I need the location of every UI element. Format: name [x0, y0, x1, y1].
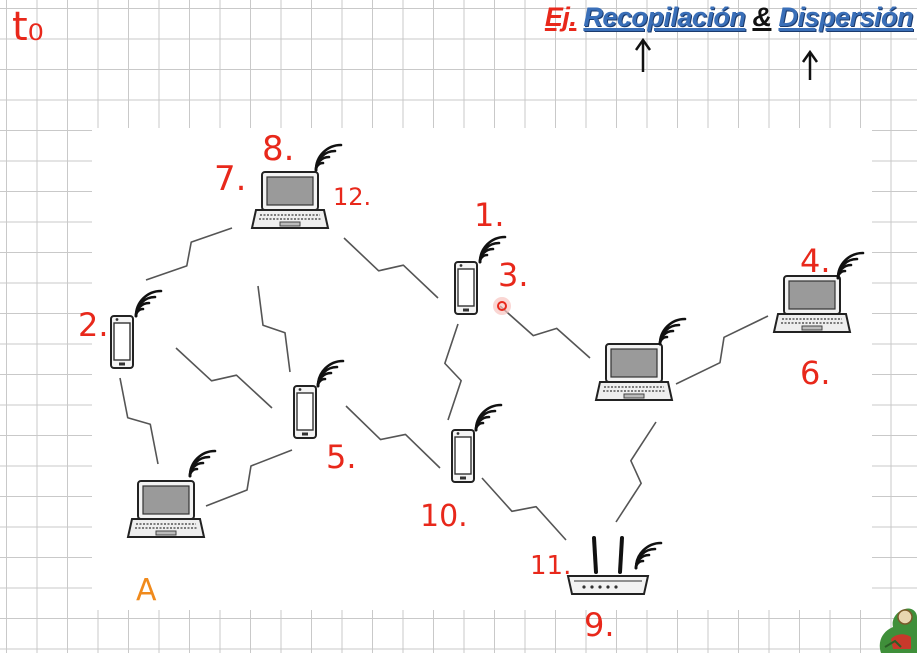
wifi-icon — [836, 251, 865, 280]
wifi-icon — [314, 143, 343, 172]
wireless-link — [145, 227, 233, 281]
title-amp: & — [752, 2, 772, 32]
wireless-link — [205, 449, 293, 507]
label-5: 5. — [326, 438, 357, 476]
label-6: 6. — [800, 354, 831, 392]
label-1: 1. — [474, 196, 505, 234]
wifi-icon — [634, 541, 663, 570]
arrow-up-icon — [801, 49, 819, 80]
label-4: 4. — [800, 242, 831, 280]
links-layer — [119, 227, 769, 541]
wireless-link — [119, 377, 159, 465]
handwritten-labels: 8. 7. 12. 2. A 5. 1. 3. 10. 4. 6. 9. 11.… — [12, 4, 831, 644]
phone-mid-bottom[interactable] — [451, 403, 503, 483]
wireless-link — [615, 421, 657, 523]
label-3: 3. — [498, 256, 529, 294]
title-word-1: Recopilación — [583, 2, 746, 32]
wireless-link — [257, 285, 291, 373]
label-11: 11. — [530, 551, 571, 581]
router[interactable] — [566, 536, 663, 596]
label-8: 8. — [262, 129, 294, 169]
wireless-link — [481, 477, 567, 541]
corner-label: t₀ — [12, 4, 44, 50]
laptop-bottom-left[interactable] — [127, 449, 217, 538]
wireless-link — [444, 323, 462, 421]
arrow-up-icon — [634, 37, 652, 72]
wireless-link — [345, 405, 441, 469]
emblem-logo — [879, 608, 917, 653]
label-10: 10. — [420, 499, 468, 534]
phone-left[interactable] — [110, 289, 163, 369]
wireless-link — [675, 315, 769, 385]
wifi-icon — [134, 289, 163, 318]
wifi-icon — [658, 317, 687, 346]
title-word-2: Dispersión — [778, 2, 913, 32]
wireless-link — [343, 237, 439, 299]
wifi-icon — [474, 403, 503, 432]
laptop-center-right[interactable] — [595, 317, 687, 401]
label-12: 12. — [333, 183, 371, 211]
diagram-panel — [92, 128, 872, 610]
wifi-icon — [188, 449, 217, 478]
label-7: 7. — [214, 159, 246, 199]
page-title: Ej. Recopilación & Dispersión — [544, 2, 914, 33]
label-a: A — [136, 573, 157, 608]
cursor-marker — [493, 297, 511, 315]
label-2: 2. — [78, 306, 109, 344]
label-9: 9. — [584, 606, 615, 644]
title-prefix: Ej. — [544, 2, 577, 32]
phone-center[interactable] — [293, 359, 345, 439]
title-arrows — [634, 37, 819, 80]
wireless-link — [175, 347, 273, 409]
wifi-icon — [316, 359, 345, 388]
wireless-link — [499, 305, 591, 359]
